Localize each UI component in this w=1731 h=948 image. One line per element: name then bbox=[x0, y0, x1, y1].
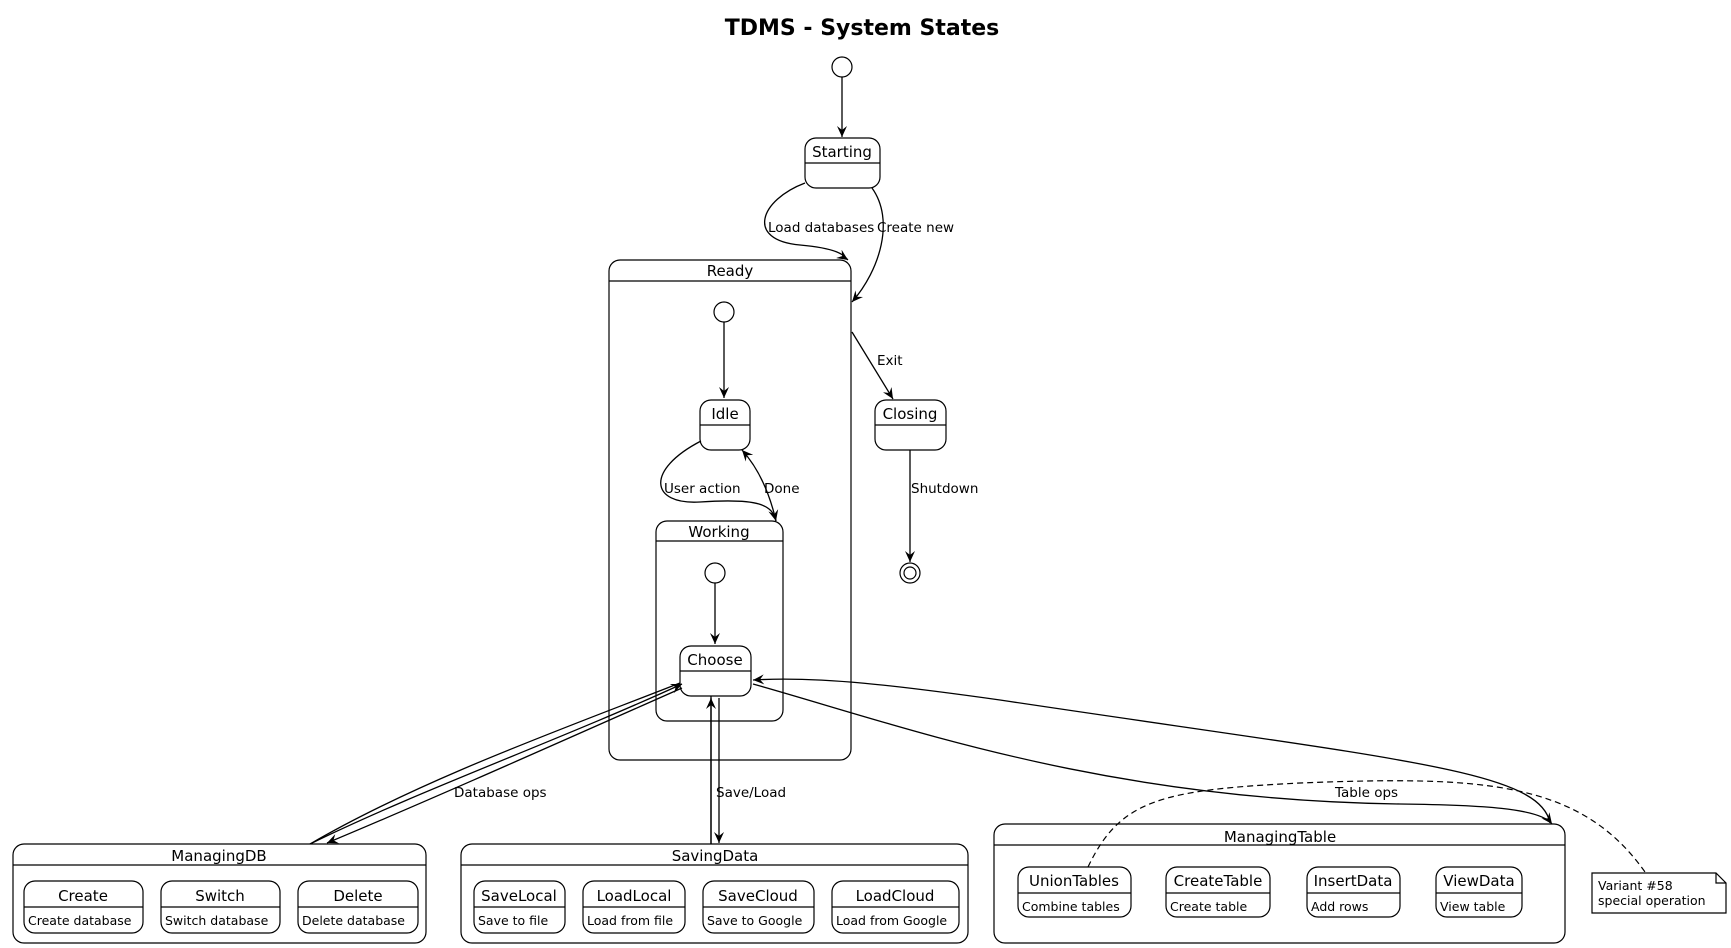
substate-viewdata-label: ViewData bbox=[1443, 872, 1514, 890]
substate-create: Create Create database bbox=[23, 880, 144, 934]
substate-savelocal-label: SaveLocal bbox=[481, 887, 557, 905]
state-working-label: Working bbox=[688, 523, 749, 541]
substate-uniontables: UnionTables Combine tables bbox=[1017, 866, 1132, 918]
state-managingdb: ManagingDB Create Create database Switch… bbox=[12, 843, 427, 944]
state-managingtable: ManagingTable UnionTables Combine tables… bbox=[993, 823, 1566, 944]
edge-save-load: Save/Load bbox=[716, 785, 786, 801]
substate-loadcloud-label: LoadCloud bbox=[856, 887, 935, 905]
edge-table-ops: Table ops bbox=[1334, 785, 1398, 801]
state-ready-label: Ready bbox=[707, 262, 754, 280]
edge-database-ops: Database ops bbox=[454, 785, 547, 801]
substate-savelocal-action: Save to file bbox=[478, 913, 549, 928]
substate-insertdata-action: Add rows bbox=[1311, 899, 1368, 914]
state-choose-label: Choose bbox=[687, 651, 742, 669]
state-idle: Idle bbox=[699, 399, 751, 451]
edge-shutdown: Shutdown bbox=[911, 481, 978, 497]
substate-createtable-action: Create table bbox=[1170, 899, 1247, 914]
state-starting: Starting bbox=[804, 137, 881, 189]
edge-load-databases: Load databases bbox=[768, 220, 874, 236]
substate-loadcloud: LoadCloud Load from Google bbox=[831, 880, 960, 934]
edge-done: Done bbox=[764, 481, 800, 497]
edge-exit: Exit bbox=[877, 353, 903, 369]
substate-create-action: Create database bbox=[28, 913, 132, 928]
substate-viewdata-action: View table bbox=[1440, 899, 1506, 914]
substate-insertdata: InsertData Add rows bbox=[1306, 866, 1401, 918]
final-node bbox=[899, 562, 921, 584]
substate-switch: Switch Switch database bbox=[160, 880, 281, 934]
note-variant: Variant #58 special operation bbox=[1591, 872, 1727, 914]
state-closing-label: Closing bbox=[883, 405, 938, 423]
substate-create-label: Create bbox=[58, 887, 108, 905]
edge-user-action: User action bbox=[664, 481, 741, 497]
substate-loadlocal-action: Load from file bbox=[587, 913, 673, 928]
state-savingdata: SavingData SaveLocal Save to file LoadLo… bbox=[460, 843, 969, 944]
substate-loadcloud-action: Load from Google bbox=[836, 913, 947, 928]
substate-uniontables-label: UnionTables bbox=[1029, 872, 1119, 890]
state-choose: Choose bbox=[679, 645, 752, 697]
note-line-1: Variant #58 bbox=[1598, 878, 1673, 893]
diagram-title: TDMS - System States bbox=[725, 16, 1000, 41]
ready-initial-node bbox=[713, 301, 735, 323]
substate-savecloud: SaveCloud Save to Google bbox=[702, 880, 815, 934]
state-starting-label: Starting bbox=[812, 143, 872, 161]
state-managingtable-label: ManagingTable bbox=[1224, 828, 1336, 846]
substate-viewdata: ViewData View table bbox=[1435, 866, 1523, 918]
substate-savecloud-label: SaveCloud bbox=[718, 887, 798, 905]
substate-uniontables-action: Combine tables bbox=[1022, 899, 1120, 914]
substate-createtable-label: CreateTable bbox=[1174, 872, 1263, 890]
state-closing: Closing bbox=[874, 399, 947, 451]
substate-insertdata-label: InsertData bbox=[1314, 872, 1393, 890]
substate-switch-label: Switch bbox=[195, 887, 245, 905]
working-initial-node bbox=[704, 562, 726, 584]
substate-delete-action: Delete database bbox=[302, 913, 405, 928]
note-line-2: special operation bbox=[1598, 893, 1706, 908]
substate-switch-action: Switch database bbox=[165, 913, 269, 928]
initial-node bbox=[831, 56, 853, 78]
substate-delete: Delete Delete database bbox=[297, 880, 419, 934]
substate-savelocal: SaveLocal Save to file bbox=[473, 880, 566, 934]
substate-loadlocal-label: LoadLocal bbox=[597, 887, 672, 905]
state-managingdb-label: ManagingDB bbox=[171, 847, 266, 865]
state-idle-label: Idle bbox=[711, 405, 738, 423]
substate-loadlocal: LoadLocal Load from file bbox=[582, 880, 686, 934]
substate-createtable: CreateTable Create table bbox=[1165, 866, 1271, 918]
edge-create-new: Create new bbox=[877, 220, 954, 236]
substate-savecloud-action: Save to Google bbox=[707, 913, 803, 928]
substate-delete-label: Delete bbox=[333, 887, 382, 905]
state-savingdata-label: SavingData bbox=[672, 847, 759, 865]
